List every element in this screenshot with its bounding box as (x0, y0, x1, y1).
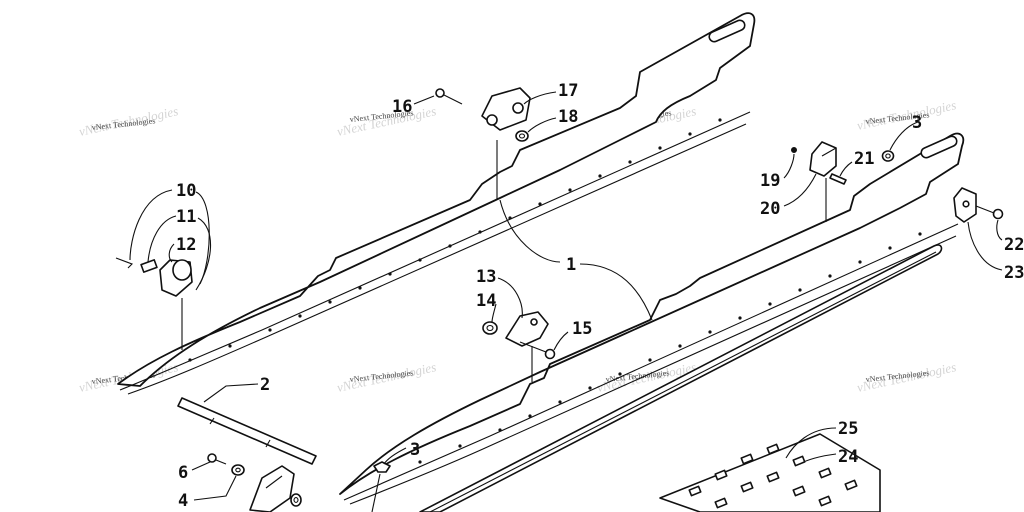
bumper-block-20 (809, 141, 837, 177)
rail-slot (920, 135, 958, 159)
bolt-21 (829, 173, 847, 185)
callout-21: 21 (854, 149, 874, 169)
callout-23: 23 (1004, 263, 1024, 283)
bolt-15 (519, 341, 556, 360)
callout-15: 15 (572, 319, 592, 339)
callout-11: 11 (176, 207, 196, 227)
callout-18: 18 (558, 107, 578, 127)
callout-4: 4 (178, 491, 188, 511)
bolt-6 (207, 453, 227, 465)
rail-slot (708, 19, 746, 43)
pin-11 (140, 259, 158, 273)
callout-19: 19 (760, 171, 780, 191)
cross-shaft (177, 397, 317, 465)
track-clips (688, 443, 858, 509)
callout-14: 14 (476, 291, 496, 311)
end-cap-23 (953, 187, 977, 223)
clip-10 (115, 257, 133, 269)
right-slide-rail (339, 132, 965, 505)
bracket-12 (159, 259, 193, 297)
watermark-group: vNext Technologies vNext Technologies vN… (78, 97, 958, 395)
plate-13 (505, 311, 549, 347)
leader-lines (129, 91, 1003, 512)
callout-20: 20 (760, 199, 780, 219)
callout-17: 17 (558, 81, 578, 101)
rail-holes (418, 232, 922, 464)
callout-10: 10 (176, 181, 196, 201)
callout-24: 24 (838, 447, 858, 467)
nut-3-bottom (373, 461, 391, 473)
callout-12: 12 (176, 235, 196, 255)
shock-mount-block-17 (481, 87, 531, 131)
nut-14 (482, 321, 498, 335)
callout-13: 13 (476, 267, 496, 287)
bolt-16 (435, 88, 463, 105)
pin-19 (791, 147, 797, 153)
callout-3: 3 (912, 113, 922, 133)
nut-18 (515, 130, 529, 142)
wheel-bracket (249, 465, 295, 512)
callout-1: 1 (566, 255, 576, 275)
callout-22: 22 (1004, 235, 1024, 255)
callout-6: 6 (178, 463, 188, 483)
left-slide-rail (117, 12, 756, 395)
wear-strip (419, 244, 943, 512)
track-section (659, 433, 881, 512)
callout-25: 25 (838, 419, 858, 439)
callout-2: 2 (260, 375, 270, 395)
washer-small (290, 493, 302, 507)
callout-3-bottom: 3 (410, 440, 420, 460)
nut-3-top (881, 150, 895, 162)
callout-labels: 1 2 3 3 4 6 10 11 12 13 14 15 16 17 18 1… (176, 81, 1024, 511)
rail-holes (188, 118, 722, 362)
bolt-22 (975, 205, 1004, 220)
washer-4 (231, 464, 245, 476)
callout-16: 16 (392, 97, 412, 117)
